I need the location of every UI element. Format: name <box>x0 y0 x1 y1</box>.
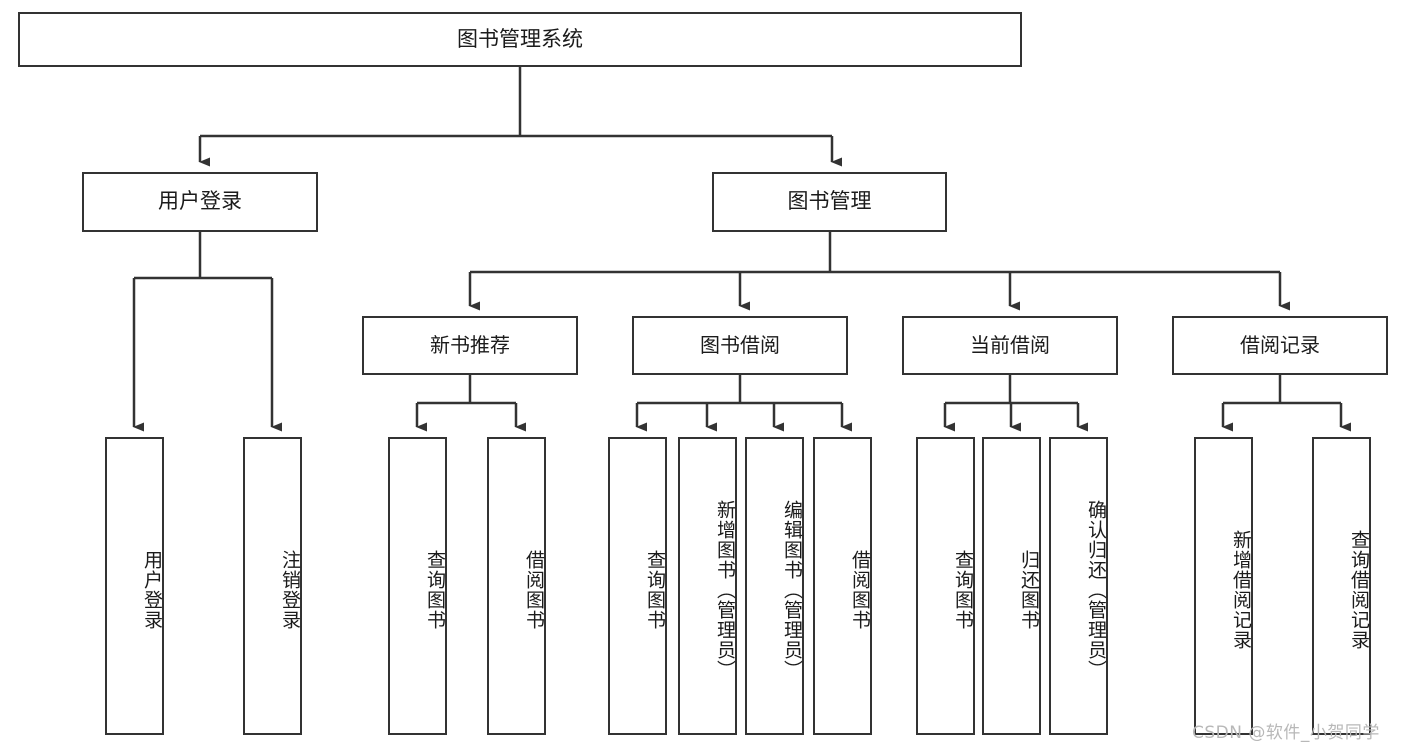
node-leaf-query-book-3[interactable]: 查询图书 <box>916 437 975 735</box>
node-leaf-borrow-book-2[interactable]: 借阅图书 <box>813 437 872 735</box>
leaf-label: 新增图书（管理员） <box>714 500 736 680</box>
node-new-book-rec-label: 新书推荐 <box>430 333 510 358</box>
node-leaf-confirm-return[interactable]: 确认归还（管理员） <box>1049 437 1108 735</box>
node-leaf-borrow-book-1[interactable]: 借阅图书 <box>487 437 546 735</box>
node-leaf-query-book-2[interactable]: 查询图书 <box>608 437 667 735</box>
leaf-label: 借阅图书 <box>523 550 545 630</box>
node-leaf-add-record[interactable]: 新增借阅记录 <box>1194 437 1253 735</box>
node-book-manage[interactable]: 图书管理 <box>712 172 947 232</box>
csdn-watermark: CSDN @软件_小贺同学 <box>1192 723 1380 743</box>
leaf-label: 新增借阅记录 <box>1230 530 1252 650</box>
node-root-system[interactable]: 图书管理系统 <box>18 12 1022 67</box>
node-user-login-label: 用户登录 <box>158 189 242 214</box>
leaf-label: 借阅图书 <box>849 550 871 630</box>
node-current-borrow-label: 当前借阅 <box>970 333 1050 358</box>
node-root-label: 图书管理系统 <box>457 26 583 51</box>
leaf-label: 查询图书 <box>952 550 974 630</box>
node-leaf-add-book[interactable]: 新增图书（管理员） <box>678 437 737 735</box>
node-current-borrow[interactable]: 当前借阅 <box>902 316 1118 375</box>
node-book-manage-label: 图书管理 <box>787 189 872 214</box>
leaf-label: 注销登录 <box>279 550 301 630</box>
node-book-borrow-label: 图书借阅 <box>700 333 780 358</box>
leaf-label: 查询图书 <box>424 550 446 630</box>
node-leaf-logout[interactable]: 注销登录 <box>243 437 302 735</box>
leaf-label: 归还图书 <box>1018 550 1040 630</box>
node-borrow-record[interactable]: 借阅记录 <box>1172 316 1388 375</box>
node-book-borrow[interactable]: 图书借阅 <box>632 316 848 375</box>
node-leaf-user-login[interactable]: 用户登录 <box>105 437 164 735</box>
leaf-label: 查询图书 <box>644 550 666 630</box>
leaf-label: 编辑图书（管理员） <box>781 500 803 680</box>
node-leaf-return-book[interactable]: 归还图书 <box>982 437 1041 735</box>
node-leaf-query-book-1[interactable]: 查询图书 <box>388 437 447 735</box>
node-borrow-record-label: 借阅记录 <box>1240 333 1320 358</box>
node-user-login[interactable]: 用户登录 <box>82 172 318 232</box>
leaf-label: 确认归还（管理员） <box>1085 500 1107 680</box>
node-leaf-query-record[interactable]: 查询借阅记录 <box>1312 437 1371 735</box>
leaf-label: 查询借阅记录 <box>1348 530 1370 650</box>
node-leaf-edit-book[interactable]: 编辑图书（管理员） <box>745 437 804 735</box>
node-new-book-rec[interactable]: 新书推荐 <box>362 316 578 375</box>
leaf-label: 用户登录 <box>141 550 163 630</box>
